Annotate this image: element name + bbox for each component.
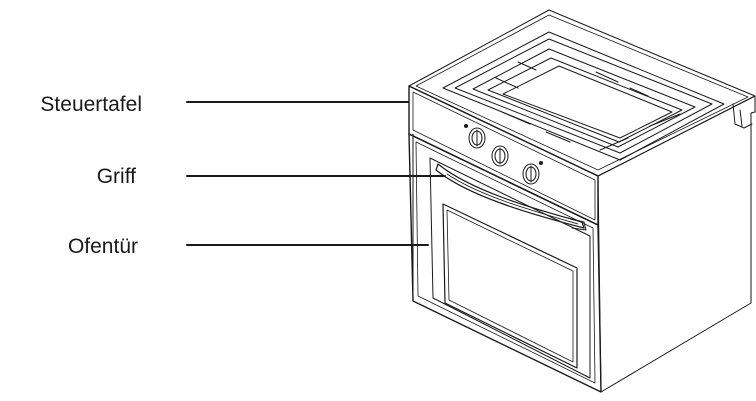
- handle-icon: [435, 163, 587, 231]
- knob-2-icon: [491, 145, 509, 167]
- knob-3-icon: [522, 161, 543, 185]
- label-control-panel: Steuertafel: [40, 93, 142, 116]
- knob-1-icon: [464, 124, 486, 149]
- oven-door-window: [429, 157, 591, 379]
- oven-door: [408, 133, 602, 393]
- hob-grid-icon: [442, 31, 725, 161]
- oven-top-surface: [408, 9, 756, 177]
- oven-body-icon: [408, 9, 756, 393]
- label-oven-door: Ofentür: [67, 235, 138, 258]
- label-handle: Griff: [96, 165, 136, 188]
- leader-lines: [186, 101, 446, 246]
